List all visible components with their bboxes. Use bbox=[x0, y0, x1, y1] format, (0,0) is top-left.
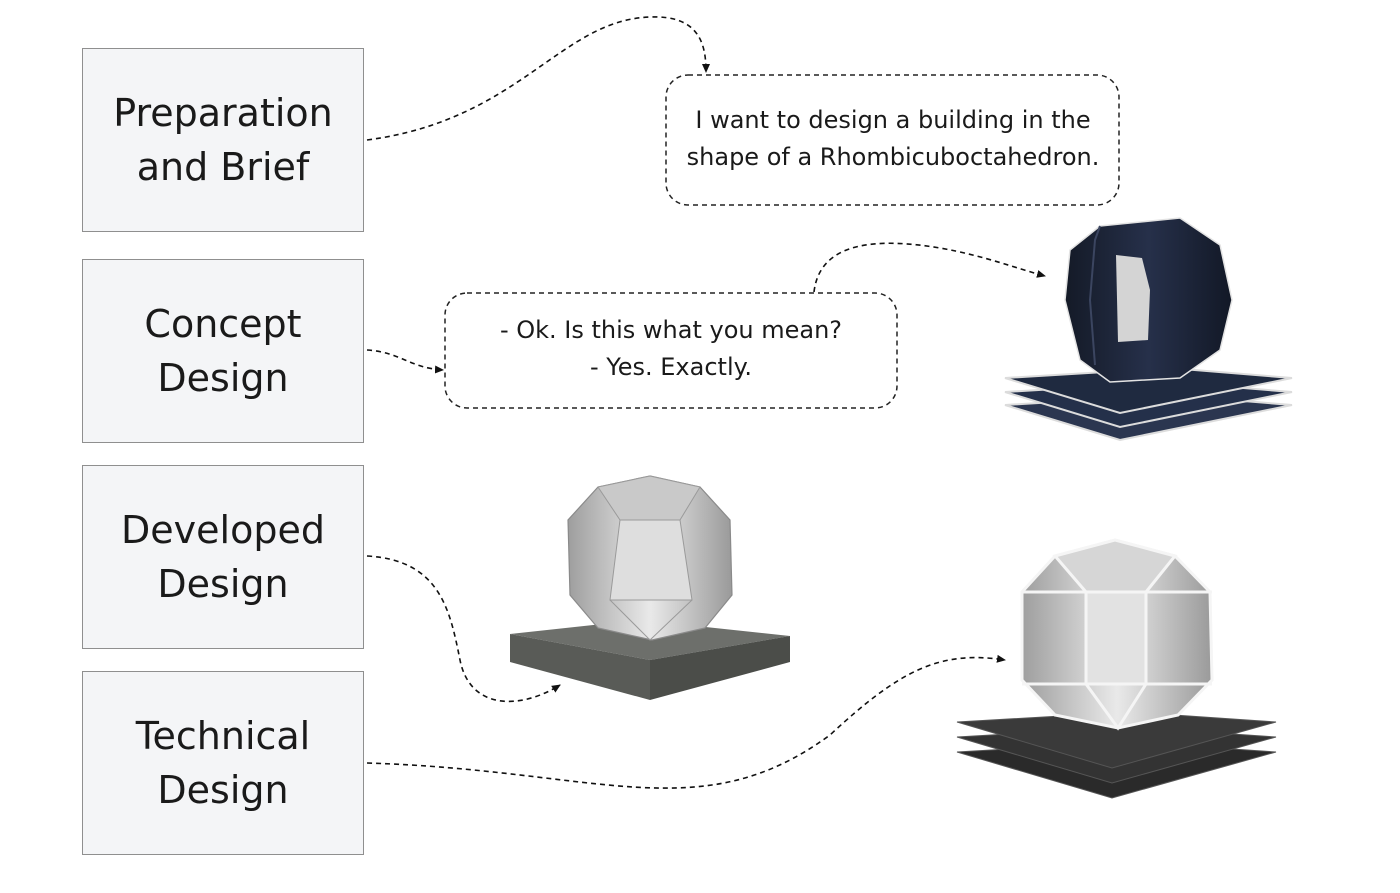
stage-technical-design: Technical Design bbox=[82, 671, 364, 855]
stage-preparation-and-brief: Preparation and Brief bbox=[82, 48, 364, 232]
stage-developed-design: Developed Design bbox=[82, 465, 364, 649]
stage-concept-design: Concept Design bbox=[82, 259, 364, 443]
